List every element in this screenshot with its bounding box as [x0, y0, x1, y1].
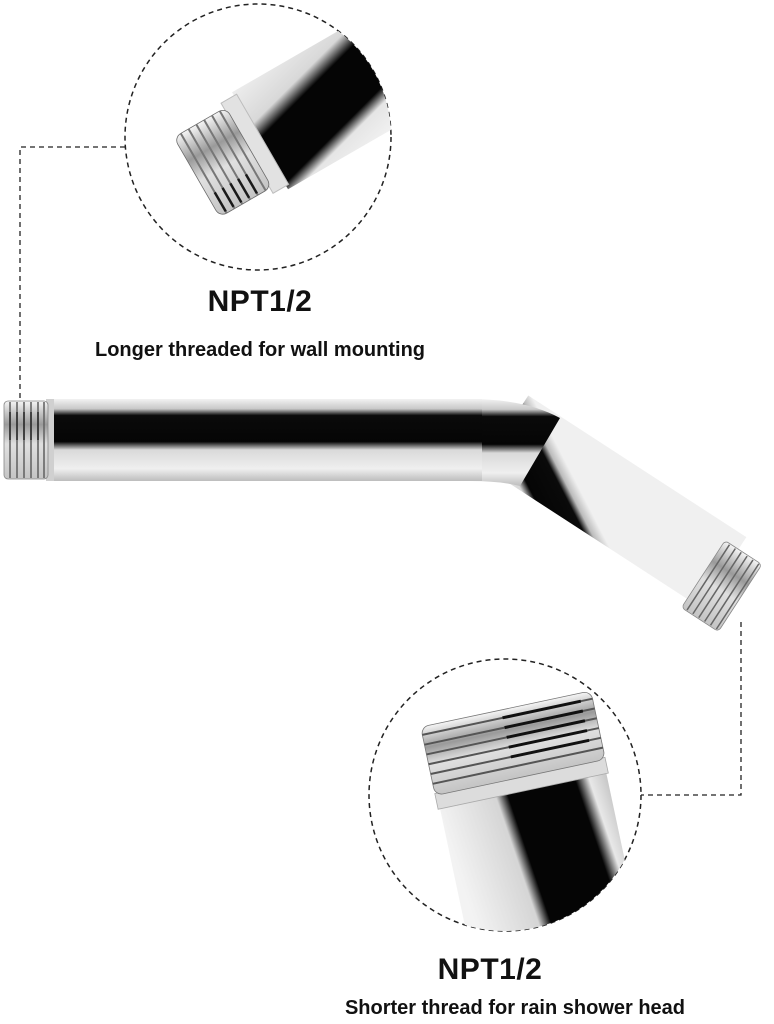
shower-arm [3, 395, 761, 631]
thread-head-end-icon [682, 541, 761, 631]
callout-bottom-description: Shorter thread for rain shower head [344, 997, 686, 1019]
callout-bottom-title: NPT1/2 [437, 953, 543, 986]
callout-circle-top [124, 3, 392, 271]
callout-head-end [368, 622, 742, 932]
connector-line-top [19, 146, 125, 398]
connector-line-bottom [641, 622, 742, 796]
thread-wall-end-icon [3, 400, 49, 480]
callout-top-description: Longer threaded for wall mounting [95, 339, 425, 361]
callout-top-title: NPT1/2 [207, 285, 313, 318]
callout-wall-end [19, 3, 392, 398]
thread-closeup-bottom-icon [421, 691, 641, 931]
thread-closeup-top-icon [176, 4, 391, 215]
